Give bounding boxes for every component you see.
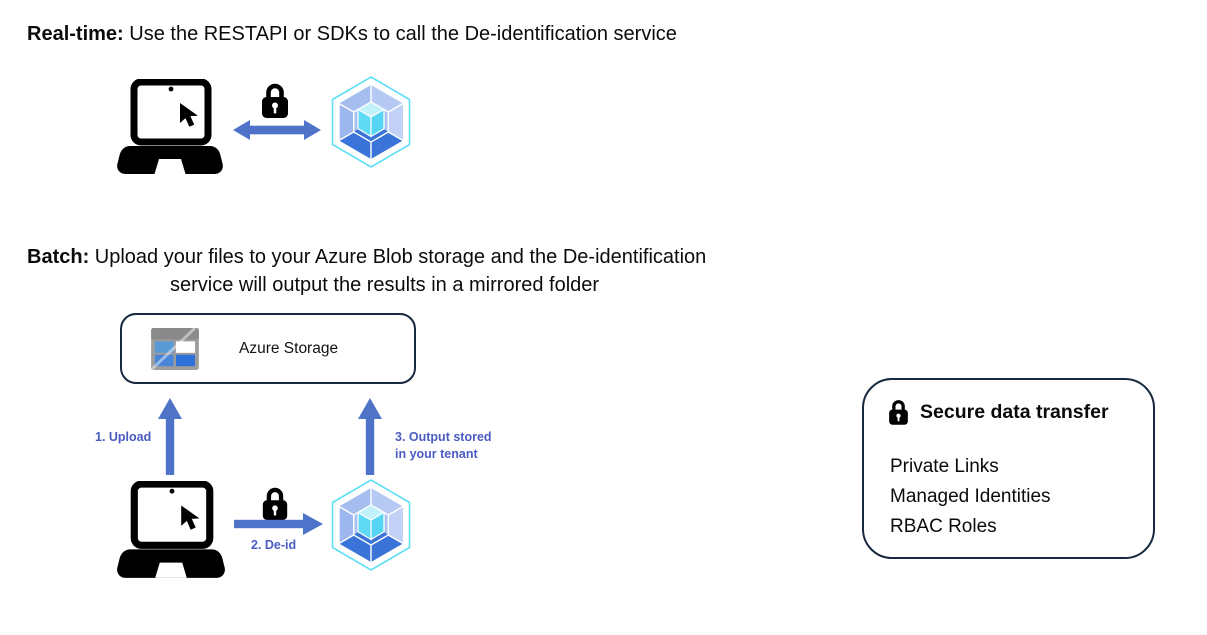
secure-item-private-links: Private Links — [890, 456, 999, 477]
step-output-label-line2: in your tenant — [395, 446, 478, 461]
step-output-label: 3. Output stored in your tenant — [395, 429, 492, 462]
deid-arrow — [234, 513, 323, 535]
azure-storage-icon — [151, 328, 199, 370]
step-output-label-line1: 3. Output stored — [395, 430, 492, 444]
realtime-laptop-icon — [115, 79, 225, 179]
realtime-heading-text: Use the RESTAPI or SDKs to call the De-i… — [123, 23, 677, 45]
step-deid-label: 2. De-id — [251, 538, 297, 552]
realtime-bidirectional-arrow — [233, 120, 321, 140]
realtime-heading: Real-time: Use the RESTAPI or SDKs to ca… — [27, 21, 677, 47]
secure-box-title: Secure data transfer — [920, 401, 1109, 423]
batch-heading-text: Upload your files to your Azure Blob sto… — [89, 246, 707, 268]
secure-lock-icon — [887, 398, 910, 427]
batch-heading-label: Batch: — [27, 246, 90, 268]
upload-arrow — [158, 398, 182, 475]
secure-box-items: Private Links Managed Identities RBAC Ro… — [890, 452, 1051, 542]
realtime-deidentification-service-icon — [327, 74, 415, 170]
step-upload-label: 1. Upload — [95, 430, 152, 444]
secure-item-managed-identities: Managed Identities — [890, 486, 1051, 507]
batch-laptop-icon — [117, 481, 225, 583]
secure-item-rbac-roles: RBAC Roles — [890, 516, 997, 537]
batch-heading-line2: service will output the results in a mir… — [170, 274, 600, 296]
secure-data-transfer-box: Secure data transfer Private Links Manag… — [862, 378, 1155, 559]
azure-storage-label: Azure Storage — [239, 340, 339, 357]
output-arrow — [358, 398, 382, 475]
azure-storage-box: Azure Storage — [120, 313, 416, 384]
batch-heading: Batch: Upload your files to your Azure B… — [27, 244, 706, 270]
batch-deidentification-service-icon — [327, 477, 415, 573]
realtime-heading-label: Real-time: — [27, 23, 124, 45]
